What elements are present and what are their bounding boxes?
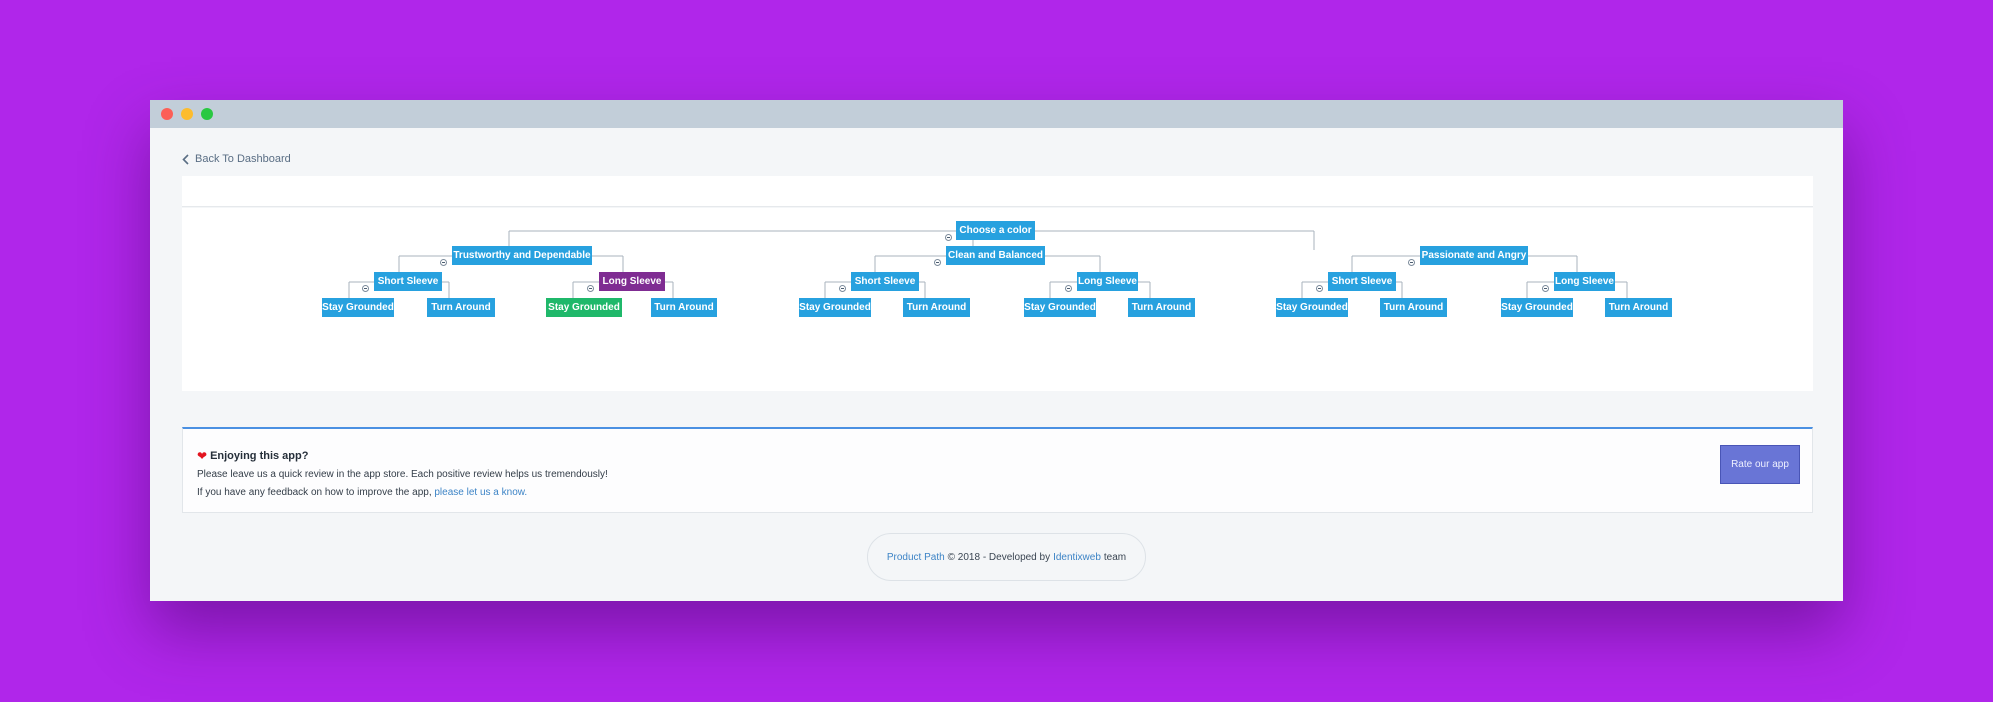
tree-leaf-stay-grounded[interactable]: Stay Grounded xyxy=(799,298,871,317)
collapse-toggle-icon[interactable] xyxy=(1316,285,1323,292)
tree-leaf-turn-around[interactable]: Turn Around xyxy=(1380,298,1447,317)
back-link-label: Back To Dashboard xyxy=(195,153,291,165)
tree-node-passionate[interactable]: Passionate and Angry xyxy=(1420,246,1528,265)
minimize-window-icon[interactable] xyxy=(181,108,193,120)
footer-credit-text: © 2018 - Developed by xyxy=(947,551,1051,563)
tree-leaf-stay-grounded[interactable]: Stay Grounded xyxy=(1501,298,1573,317)
tree-node-short-sleeve[interactable]: Short Sleeve xyxy=(374,272,442,291)
identixweb-link[interactable]: Identixweb xyxy=(1053,551,1101,563)
tree-leaf-turn-around[interactable]: Turn Around xyxy=(427,298,495,317)
tree-node-short-sleeve[interactable]: Short Sleeve xyxy=(1328,272,1396,291)
toolbar-strip xyxy=(182,176,1813,207)
collapse-toggle-icon[interactable] xyxy=(1065,285,1072,292)
heart-icon: ❤ xyxy=(197,449,208,463)
decision-tree-panel: Choose a color Trustworthy and Dependabl… xyxy=(182,208,1813,391)
review-title-text: Enjoying this app? xyxy=(210,450,309,462)
collapse-toggle-icon[interactable] xyxy=(1542,285,1549,292)
app-window: Back To Dashboard xyxy=(150,100,1843,601)
tree-leaf-stay-grounded[interactable]: Stay Grounded xyxy=(1024,298,1096,317)
window-titlebar xyxy=(150,100,1843,128)
collapse-toggle-icon[interactable] xyxy=(440,259,447,266)
feedback-message-text: If you have any feedback on how to impro… xyxy=(197,487,435,498)
footer-suffix: team xyxy=(1103,551,1127,563)
tree-leaf-turn-around[interactable]: Turn Around xyxy=(651,298,717,317)
collapse-toggle-icon[interactable] xyxy=(934,259,941,266)
tree-node-clean[interactable]: Clean and Balanced xyxy=(946,246,1045,265)
maximize-window-icon[interactable] xyxy=(201,108,213,120)
product-path-link[interactable]: Product Path xyxy=(886,551,945,563)
collapse-toggle-icon[interactable] xyxy=(1408,259,1415,266)
collapse-toggle-icon[interactable] xyxy=(587,285,594,292)
tree-leaf-stay-grounded[interactable]: Stay Grounded xyxy=(322,298,394,317)
rate-app-button[interactable]: Rate our app xyxy=(1720,445,1800,484)
tree-node-trustworthy[interactable]: Trustworthy and Dependable xyxy=(452,246,592,265)
tree-node-short-sleeve[interactable]: Short Sleeve xyxy=(851,272,919,291)
tree-node-long-sleeve[interactable]: Long Sleeve xyxy=(1554,272,1615,291)
feedback-link[interactable]: please let us a know. xyxy=(434,487,528,498)
back-to-dashboard-link[interactable]: Back To Dashboard xyxy=(182,153,291,165)
collapse-toggle-icon[interactable] xyxy=(362,285,369,292)
tree-leaf-stay-grounded[interactable]: Stay Grounded xyxy=(546,298,622,317)
tree-node-long-sleeve[interactable]: Long Sleeve xyxy=(1077,272,1138,291)
feedback-message: If you have any feedback on how to impro… xyxy=(197,487,527,498)
review-title: ❤ Enjoying this app? xyxy=(197,449,308,463)
close-window-icon[interactable] xyxy=(161,108,173,120)
chevron-left-icon xyxy=(182,153,189,165)
footer: Product Path © 2018 - Developed by Ident… xyxy=(867,533,1146,581)
review-banner: ❤ Enjoying this app? Please leave us a q… xyxy=(182,427,1813,513)
review-message: Please leave us a quick review in the ap… xyxy=(197,469,608,480)
collapse-toggle-icon[interactable] xyxy=(945,234,952,241)
collapse-toggle-icon[interactable] xyxy=(839,285,846,292)
tree-node-long-sleeve[interactable]: Long Sleeve xyxy=(599,272,665,291)
tree-leaf-stay-grounded[interactable]: Stay Grounded xyxy=(1276,298,1348,317)
tree-leaf-turn-around[interactable]: Turn Around xyxy=(1128,298,1195,317)
tree-node-root[interactable]: Choose a color xyxy=(956,221,1035,240)
tree-leaf-turn-around[interactable]: Turn Around xyxy=(1605,298,1672,317)
tree-leaf-turn-around[interactable]: Turn Around xyxy=(903,298,970,317)
